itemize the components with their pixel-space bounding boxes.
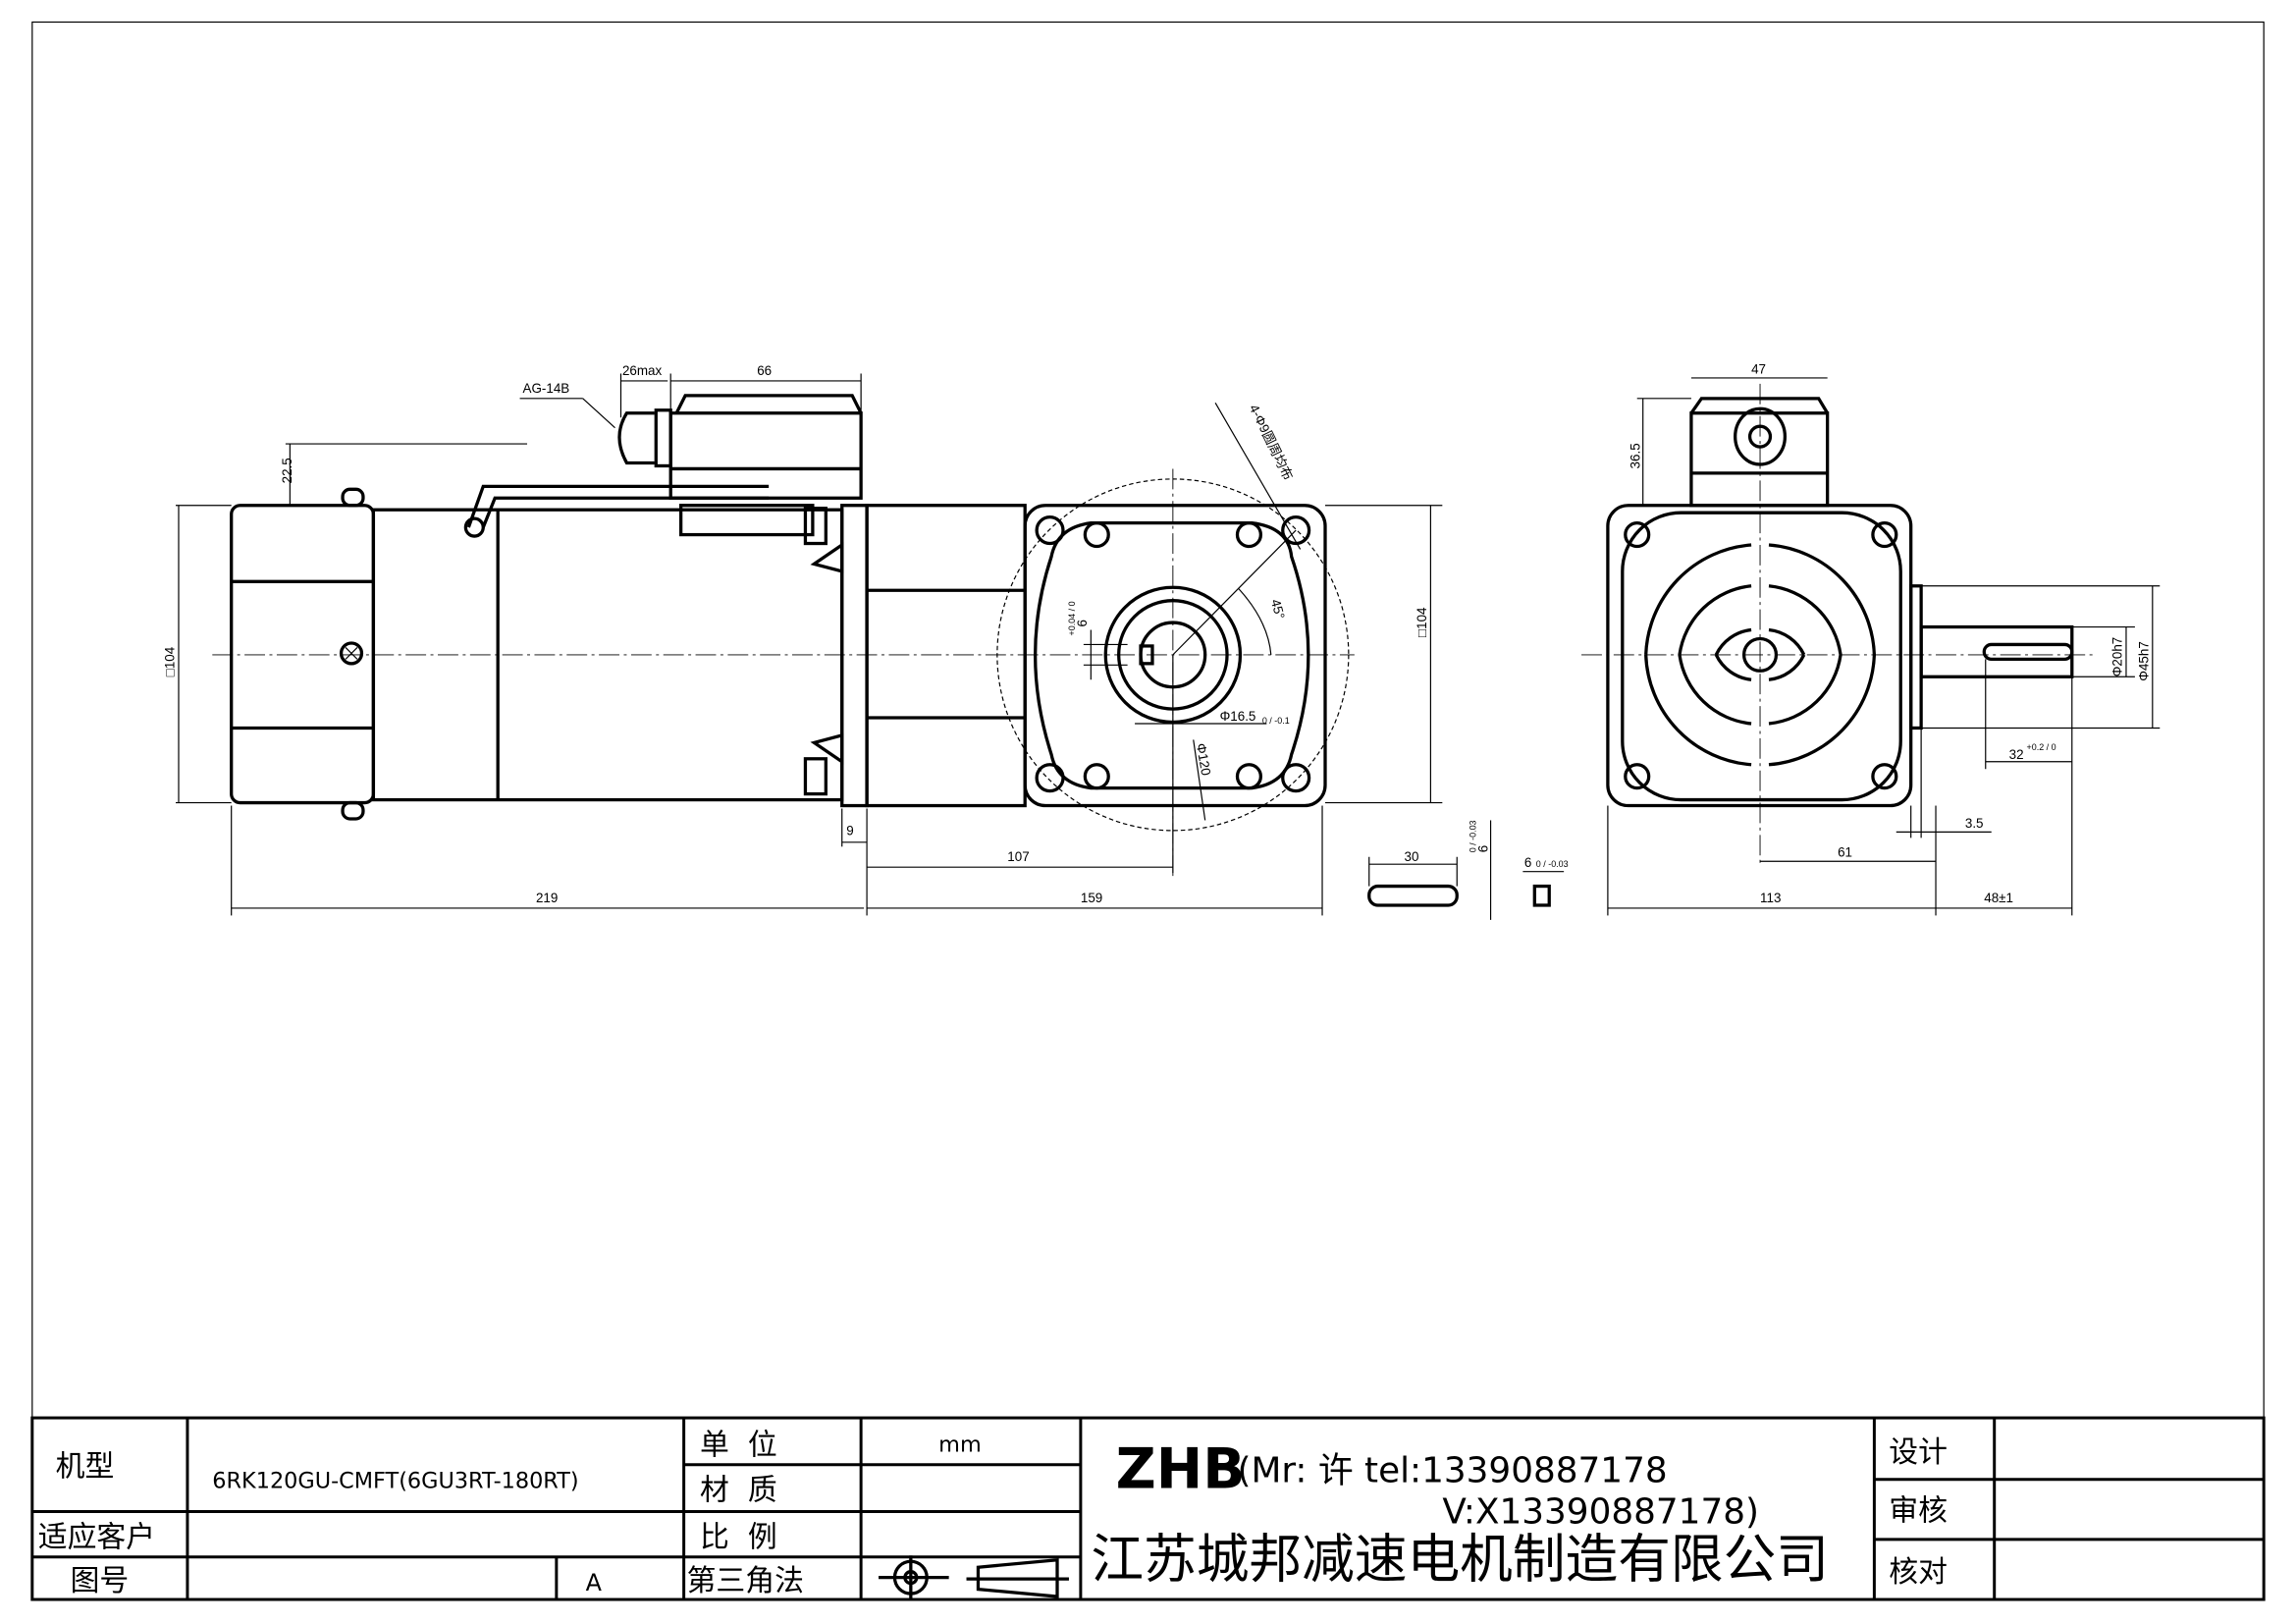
pcd: Φ120 xyxy=(1194,742,1214,777)
dim-shaft: 48±1 xyxy=(1984,891,2013,905)
holes-note: 4-Φ9圆周均布 xyxy=(1247,403,1296,483)
key-width: 6 xyxy=(1075,620,1090,626)
dim-motor-length: 219 xyxy=(536,891,558,905)
dim-square-front: □104 xyxy=(1415,607,1429,637)
model-label: 机型 xyxy=(56,1450,115,1485)
drawing-border xyxy=(31,21,2265,1600)
key-height-tol: 0 / -0.03 xyxy=(1468,820,1478,852)
review-label: 审核 xyxy=(1889,1493,1948,1528)
dim-box-length: 66 xyxy=(757,363,772,378)
dim-square-side: □104 xyxy=(163,646,178,676)
pilot-dia: Φ45h7 xyxy=(2136,641,2151,681)
dim-connector: 26max xyxy=(622,363,663,378)
key-detail: 30 6 0 / -0.03 6 0 / -0.03 xyxy=(1367,820,1569,920)
dim-pilot: 3.5 xyxy=(1965,816,1984,831)
dim-box-height: 22.5 xyxy=(280,458,294,483)
customer-label: 适应客户 xyxy=(38,1520,155,1554)
design-label: 设计 xyxy=(1889,1435,1948,1470)
end-view: 47 36.5 Φ20h7 Φ45h7 32 +0.2 / 0 3.5 61 1… xyxy=(1581,361,2161,916)
third-angle-projection-icon xyxy=(879,1555,1069,1600)
check-label: 核对 xyxy=(1889,1555,1948,1590)
scale-label: 比 例 xyxy=(700,1520,777,1554)
connector-label: AG-14B xyxy=(523,381,570,396)
contact-line2: V:X13390887178) xyxy=(1442,1491,1759,1532)
key-width-tol: +0.04 / 0 xyxy=(1067,601,1077,635)
model-value: 6RK120GU-CMFT(6GU3RT-180RT) xyxy=(212,1469,578,1494)
unit-value: mm xyxy=(938,1432,982,1457)
title-block: 机型 6RK120GU-CMFT(6GU3RT-180RT) 适应客户 图号 A… xyxy=(30,1416,2266,1601)
key-height: 6 xyxy=(1476,845,1491,852)
bore-dia: Φ16.5 xyxy=(1220,709,1256,724)
key-width-detail-tol: 0 / -0.03 xyxy=(1536,859,1569,869)
key-length-end-tol: +0.2 / 0 xyxy=(2027,742,2056,752)
angle-label: 45° xyxy=(1268,598,1288,621)
key-width-detail: 6 xyxy=(1524,855,1531,870)
dim-gear-length: 159 xyxy=(1081,891,1102,905)
unit-label: 单 位 xyxy=(700,1428,777,1462)
drawing-no-label: 图号 xyxy=(71,1564,130,1598)
shaft-dia: Φ20h7 xyxy=(2109,637,2124,677)
dim-box-height-end: 36.5 xyxy=(1629,443,1643,468)
dim-box-width: 47 xyxy=(1751,361,1766,376)
dim-shaft-offset: 107 xyxy=(1007,849,1029,864)
side-view: □104 22.5 66 26max AG-14B 9 219 159 107 xyxy=(163,363,1355,916)
dim-flange: 9 xyxy=(846,823,853,838)
front-view: 45° 4-Φ9圆周均布 6 +0.04 / 0 Φ16.5 0 / -0.1 … xyxy=(996,403,1443,880)
dim-body: 113 xyxy=(1760,891,1781,905)
company-name: 江苏城邦减速电机制造有限公司 xyxy=(1091,1529,1829,1591)
key-length-end: 32 xyxy=(2009,747,2024,762)
fan-grille-icon xyxy=(1644,543,1877,767)
bore-tol: 0 / -0.1 xyxy=(1262,716,1290,726)
material-label: 材 质 xyxy=(700,1474,777,1508)
revision: A xyxy=(586,1569,603,1596)
contact-line1: (Mr: 许 tel:13390887178 xyxy=(1237,1451,1667,1491)
key-length: 30 xyxy=(1405,849,1419,864)
screw-icon xyxy=(339,641,364,666)
brand-logo: ZHB xyxy=(1116,1437,1246,1502)
dim-center: 61 xyxy=(1838,845,1852,860)
projection-label: 第三角法 xyxy=(687,1564,804,1598)
